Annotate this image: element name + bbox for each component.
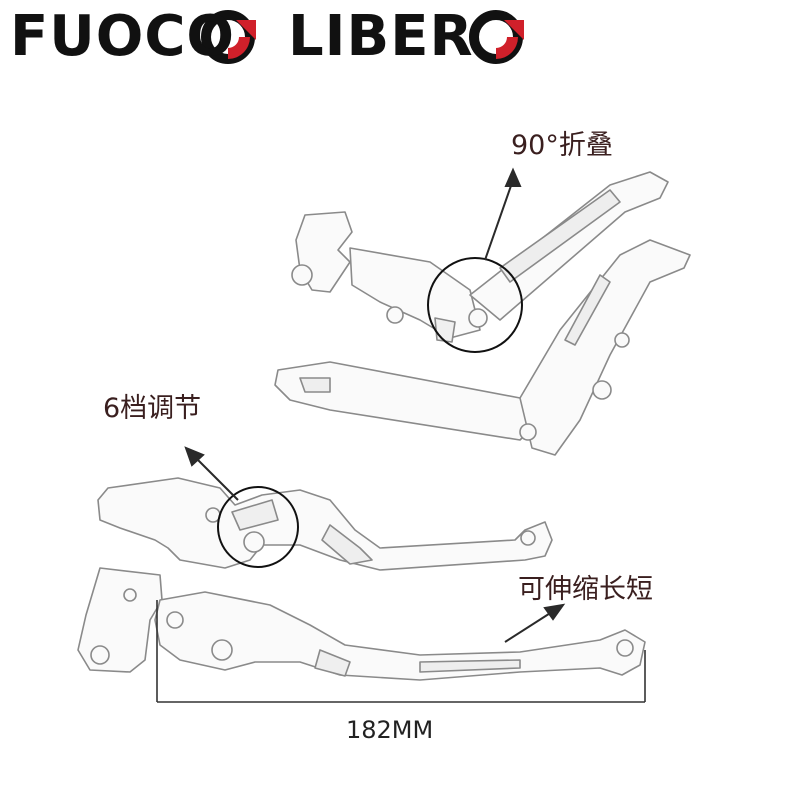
top-lever-lower (274, 239, 691, 456)
logo-o-libero (469, 10, 524, 64)
extend-label: 可伸缩长短 (518, 574, 653, 605)
adjust-callout-circle (217, 486, 299, 568)
middle-lever (97, 477, 553, 571)
folding-callout-circle (427, 257, 523, 353)
brand-word-fuoco: FUOCO (10, 4, 236, 69)
extend-arrow (504, 609, 556, 643)
brand-logo-libero: LIBER (288, 6, 474, 68)
dimension-label: 182MM (346, 716, 434, 744)
dimension-bracket (156, 600, 646, 703)
folding-arrowhead (504, 167, 522, 187)
logo-o-fuoco (201, 10, 256, 64)
adjust-label: 6档调节 (103, 393, 202, 424)
extend-arrowhead (543, 603, 566, 621)
folding-arrow (484, 179, 514, 261)
adjust-arrowhead (184, 446, 205, 467)
folding-label: 90°折叠 (511, 130, 613, 161)
adjust-arrow (192, 454, 239, 501)
brand-word-libero: LIBER (288, 4, 474, 69)
brand-logo-fuoco: FUOCO (10, 6, 235, 68)
bottom-lever (77, 567, 646, 681)
top-lever-upper (291, 171, 669, 343)
